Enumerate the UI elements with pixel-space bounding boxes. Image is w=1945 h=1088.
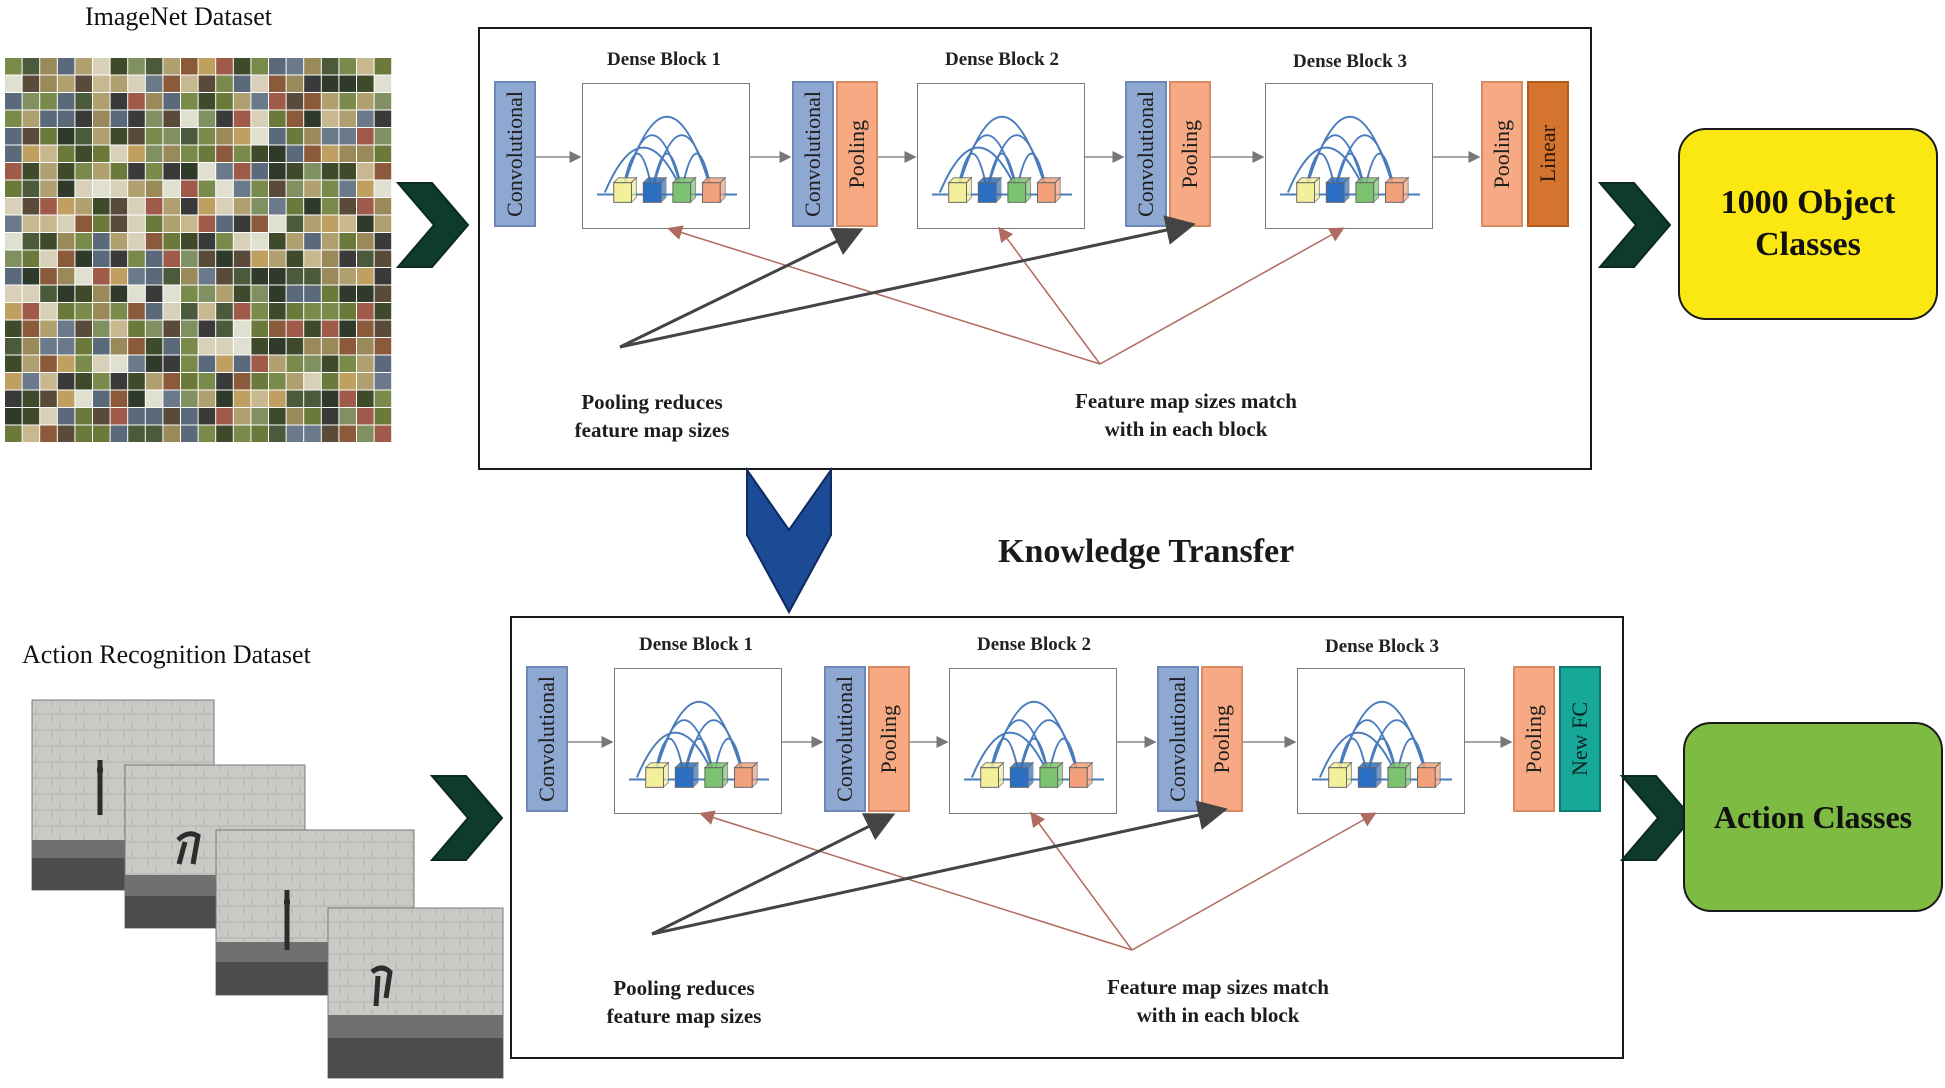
top-dense-block-3 (1265, 83, 1433, 229)
bottom-dense-block-3 (1297, 668, 1465, 814)
bottom-network-panel: Dense Block 1 Dense Block 2 Dense Block … (510, 616, 1624, 1059)
action-frames (31, 699, 504, 1079)
dense-connections-diagram (931, 115, 1073, 204)
bottom-pooling-layer-1: Pooling (868, 666, 910, 812)
top-note-pooling: Pooling reduces feature map sizes (574, 390, 730, 442)
bottom-conv-layer-1: Convolutional (526, 666, 568, 812)
top-conv-layer-1: Convolutional (494, 81, 536, 227)
bottom-note-feature: Feature map sizes match with in each blo… (1107, 975, 1329, 1027)
action-frame-4 (327, 907, 504, 1079)
bottom-dense-block-3-title: Dense Block 3 (1325, 636, 1439, 657)
imagenet-dataset-title: ImageNet Dataset (85, 2, 272, 31)
bottom-dense-block-2-title: Dense Block 2 (977, 634, 1091, 655)
bottom-note-pooling: Pooling reduces feature map sizes (606, 976, 762, 1028)
top-dense-block-2 (917, 83, 1085, 229)
chevron-right-icon (1597, 182, 1672, 268)
dense-connections-diagram (596, 115, 738, 204)
top-conv-layer-2: Convolutional (792, 81, 834, 227)
bottom-arrows (568, 736, 1513, 951)
chevron-right-icon (395, 182, 470, 268)
bottom-conv-layer-2: Convolutional (824, 666, 866, 812)
bottom-dense-block-2 (949, 668, 1117, 814)
top-conv-layer-3: Convolutional (1125, 81, 1167, 227)
chevron-down-icon (746, 466, 832, 615)
top-network-panel: Dense Block 1 Dense Block 2 Dense Block … (478, 27, 1592, 470)
chevron-right-icon (1619, 775, 1694, 861)
action-classes-output: Action Classes (1683, 722, 1943, 912)
imagenet-mosaic (5, 58, 392, 442)
top-dense-block-3-title: Dense Block 3 (1293, 51, 1407, 72)
dense-connections-diagram (1279, 115, 1421, 204)
bottom-dense-block-1-title: Dense Block 1 (639, 634, 753, 655)
bottom-new-fc-layer: New FC (1559, 666, 1601, 812)
top-dense-block-1 (582, 83, 750, 229)
top-arrows (536, 151, 1481, 365)
object-classes-output: 1000 Object Classes (1678, 128, 1938, 320)
top-pooling-layer-2: Pooling (1169, 81, 1211, 227)
imagenet-mosaic-image (5, 58, 392, 443)
action-frames-image (0, 690, 510, 1083)
top-pooling-layer-3: Pooling (1481, 81, 1523, 227)
dense-connections-diagram (1311, 700, 1453, 789)
dense-connections-diagram (963, 700, 1105, 789)
bottom-pooling-layer-2: Pooling (1201, 666, 1243, 812)
action-dataset-title: Action Recognition Dataset (22, 640, 311, 669)
bottom-pooling-layer-3: Pooling (1513, 666, 1555, 812)
bottom-dense-block-1 (614, 668, 782, 814)
top-note-feature: Feature map sizes match with in each blo… (1075, 389, 1297, 441)
top-pooling-layer-1: Pooling (836, 81, 878, 227)
top-dense-block-2-title: Dense Block 2 (945, 49, 1059, 70)
bottom-conv-layer-3: Convolutional (1157, 666, 1199, 812)
dense-connections-diagram (628, 700, 770, 789)
top-dense-block-1-title: Dense Block 1 (607, 49, 721, 70)
top-linear-layer: Linear (1527, 81, 1569, 227)
knowledge-transfer-label: Knowledge Transfer (998, 533, 1295, 570)
